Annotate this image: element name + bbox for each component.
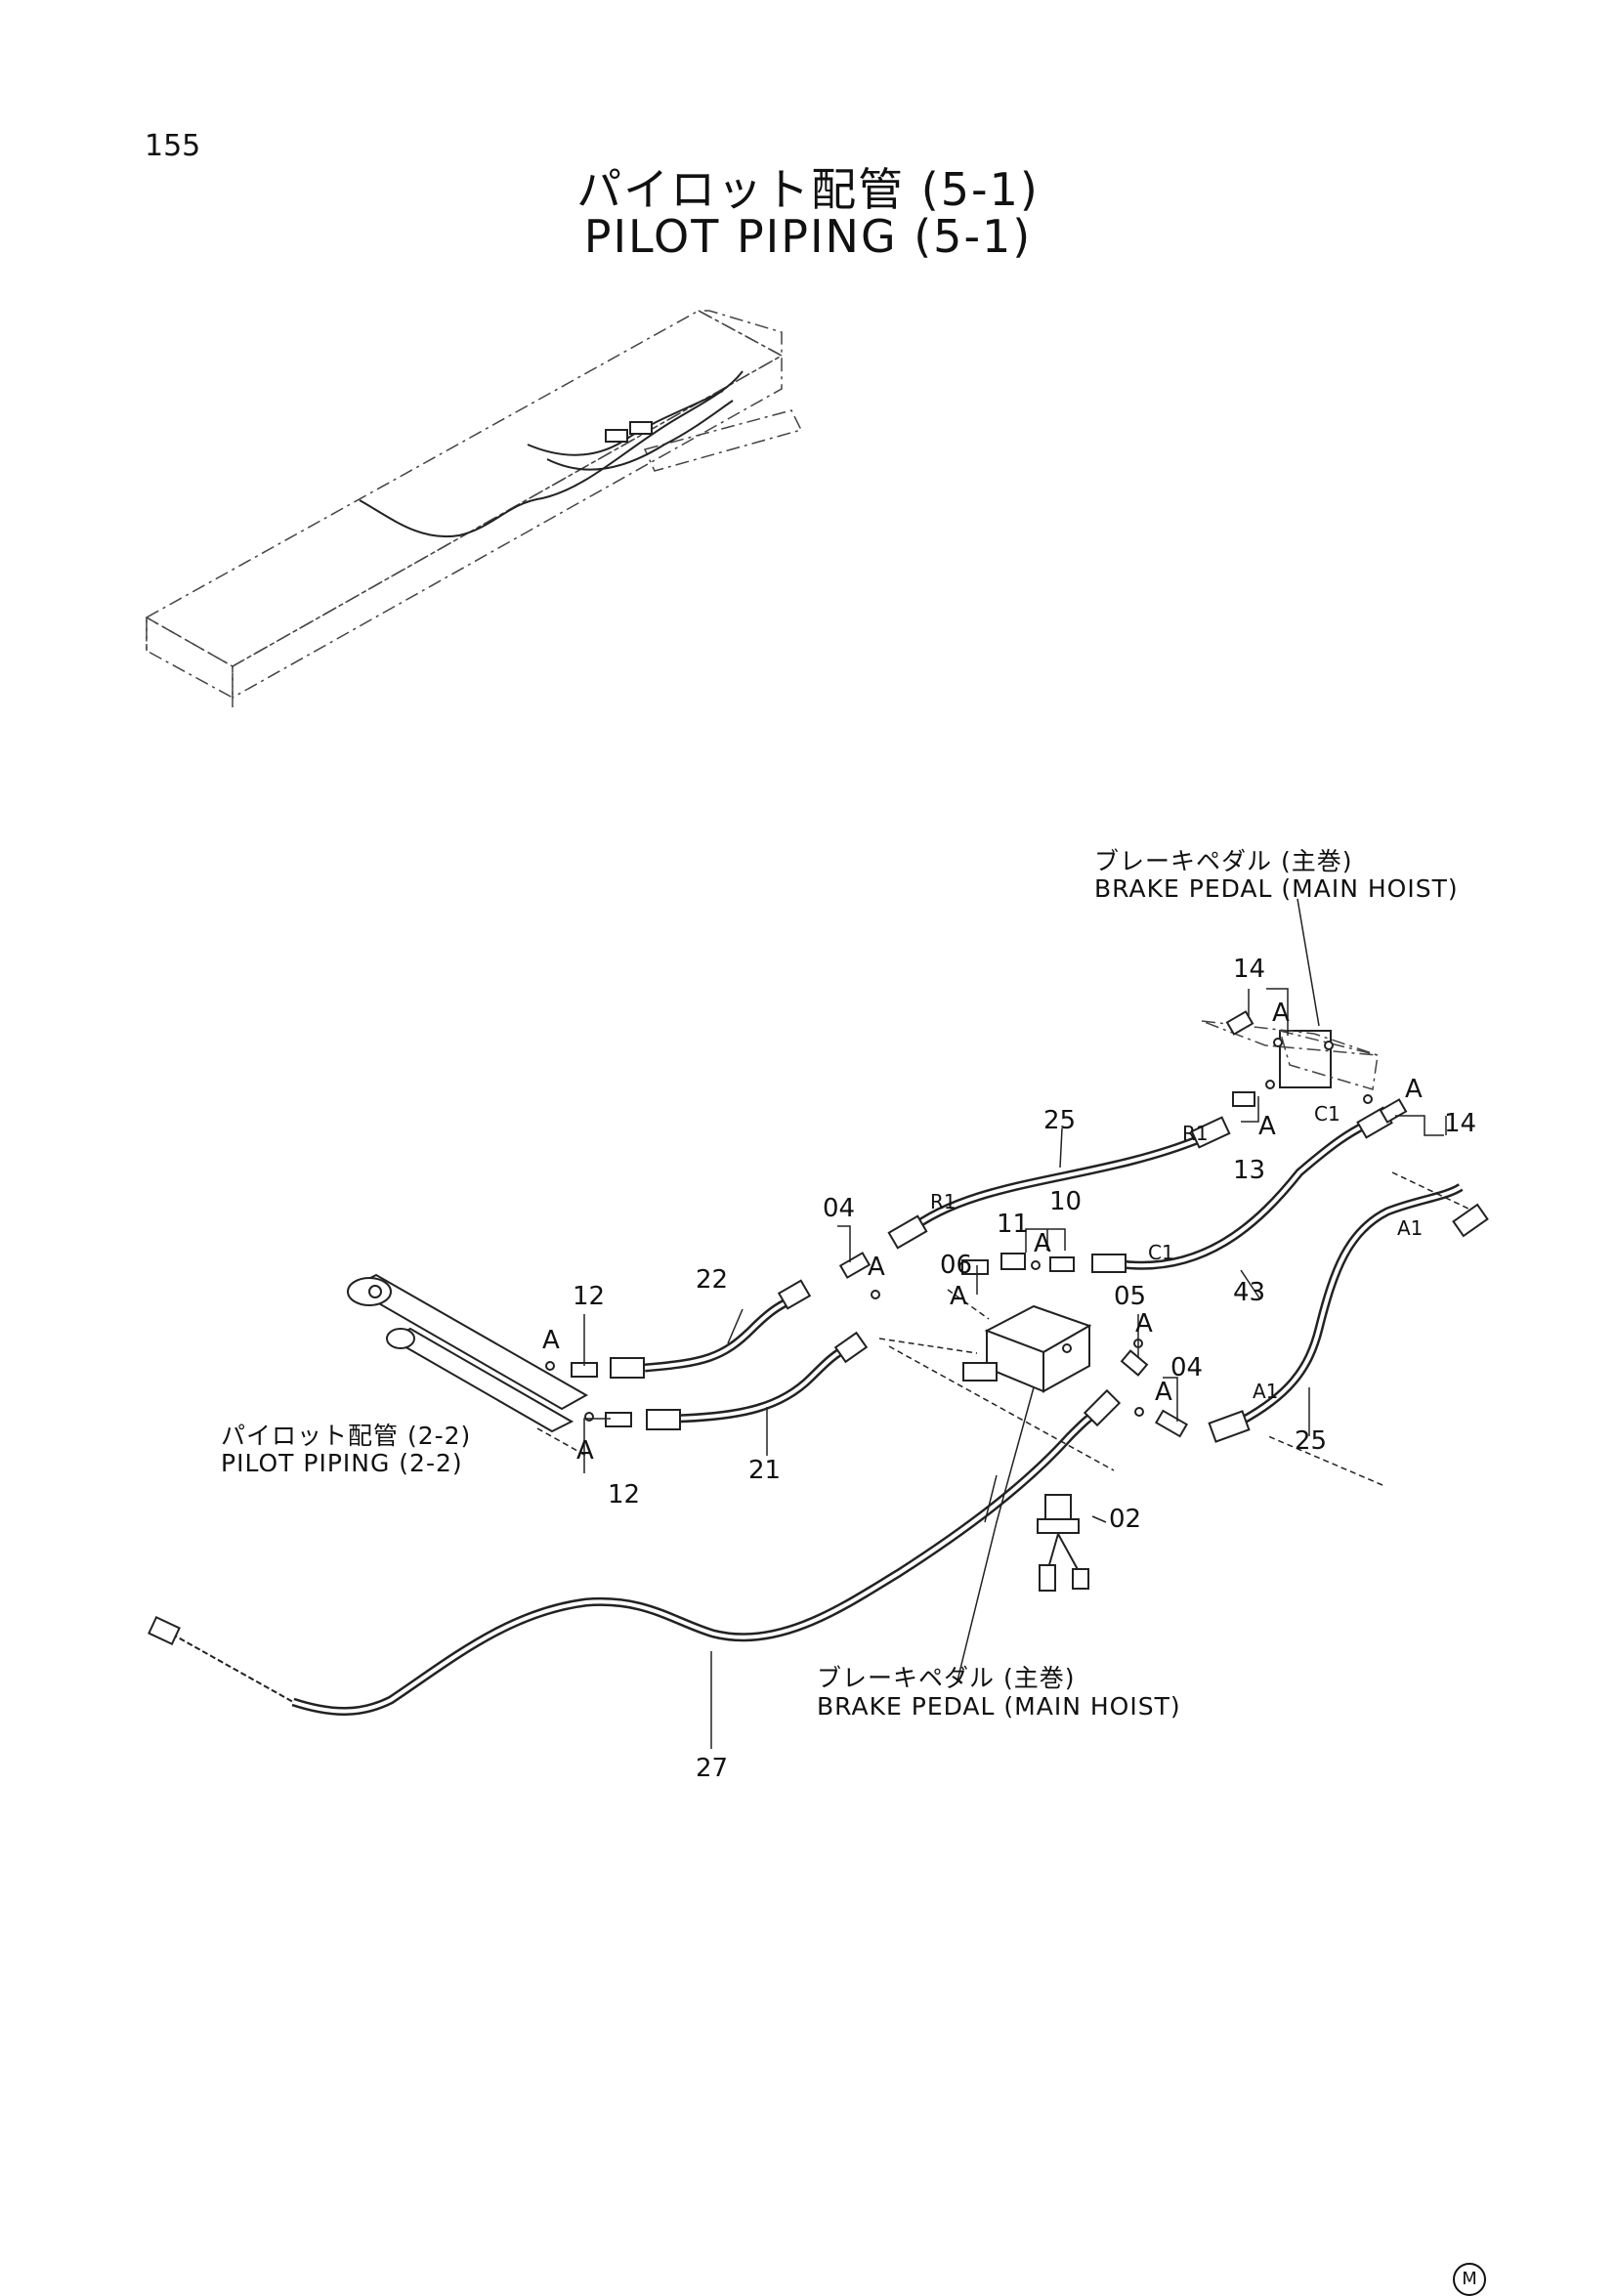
page-number: 155 (145, 129, 201, 163)
part-number-21: 21 (748, 1456, 782, 1485)
hose-43 (1091, 1106, 1393, 1273)
part-number-06: 06 (940, 1251, 973, 1280)
brake-pedal-bottom-label-jp: ブレーキペダル (主巻) (817, 1664, 1076, 1692)
left-cylinder (347, 1273, 589, 1433)
part-number-12: 12 (608, 1480, 641, 1509)
detail-marker-a: A (542, 1326, 560, 1355)
hose-21 (646, 1331, 869, 1430)
part-number-25: 25 (1043, 1106, 1077, 1135)
detail-marker-a: A (950, 1282, 967, 1311)
overview-pilot-hoses (359, 370, 744, 538)
detail-marker-a: A (1155, 1378, 1172, 1407)
pilot-piping-ref-label-en: PILOT PIPING (2-2) (221, 1449, 463, 1477)
part-number-04: 04 (1170, 1353, 1204, 1382)
machine-frame-overview (145, 310, 803, 707)
port-label-a1: A1 (1253, 1380, 1279, 1403)
port-label-r1: R1 (930, 1190, 957, 1213)
part-number-04: 04 (823, 1194, 856, 1223)
port-label-a1: A1 (1397, 1216, 1424, 1240)
port-label-c1: C1 (1314, 1102, 1340, 1126)
part-number-11: 11 (997, 1210, 1030, 1239)
brake-pedal-bottom-label-en: BRAKE PEDAL (MAIN HOIST) (817, 1692, 1181, 1721)
detail-marker-a: A (1405, 1075, 1423, 1104)
brake-pedal-top-label-jp: ブレーキペダル (主巻) (1094, 847, 1353, 875)
pilot-piping-ref-label-jp: パイロット配管 (2-2) (221, 1422, 472, 1450)
hose-22 (610, 1279, 812, 1379)
brake-pedal-top-label-en: BRAKE PEDAL (MAIN HOIST) (1094, 874, 1459, 903)
part-number-14: 14 (1233, 955, 1266, 984)
detail-marker-a: A (1135, 1309, 1153, 1339)
corner-mark: M (1453, 2263, 1486, 2296)
brake-pedal-top-valve (1201, 1020, 1379, 1090)
detail-marker-a: A (1034, 1229, 1051, 1258)
part-number-12: 12 (573, 1282, 606, 1311)
fittings (545, 1010, 1408, 1592)
port-label-r1: R1 (1182, 1122, 1209, 1145)
part-number-22: 22 (696, 1265, 729, 1295)
part-number-27: 27 (696, 1754, 729, 1783)
detail-marker-a: A (576, 1436, 594, 1466)
port-label-c1: C1 (1148, 1241, 1174, 1264)
part-number-25: 25 (1295, 1426, 1328, 1456)
part-number-02: 02 (1109, 1505, 1142, 1534)
page-title-jp: パイロット配管 (5-1) (576, 163, 1040, 216)
part-number-14: 14 (1444, 1109, 1477, 1138)
hose-25-right (1208, 1183, 1489, 1443)
part-number-05: 05 (1114, 1282, 1147, 1311)
part-number-10: 10 (1049, 1187, 1083, 1216)
leader-lines (536, 898, 1471, 1749)
center-valve-block (962, 1304, 1092, 1393)
hose-25-upper (887, 1116, 1231, 1250)
part-number-13: 13 (1233, 1156, 1266, 1185)
hose-27 (148, 1388, 1122, 1716)
page-title-en: PILOT PIPING (5-1) (583, 210, 1033, 263)
detail-marker-a: A (1258, 1112, 1276, 1141)
detail-marker-a: A (868, 1253, 885, 1282)
part-number-43: 43 (1233, 1278, 1266, 1307)
detail-marker-a: A (1272, 999, 1290, 1028)
